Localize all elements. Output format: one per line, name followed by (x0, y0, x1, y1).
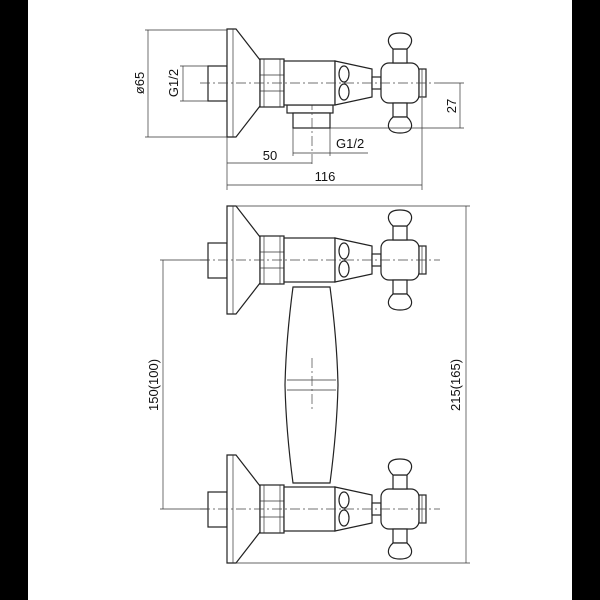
front-view: 150(100) 215(165) (146, 205, 470, 564)
right-frame-border (572, 0, 600, 600)
overall-depth-label: 116 (315, 169, 336, 184)
overall-height-label: 215(165) (448, 359, 463, 411)
outlet-distance-label: 50 (263, 148, 277, 163)
outlet-offset-label: 27 (444, 99, 459, 113)
center-distance-label: 150(100) (146, 359, 161, 411)
top-view: ø65 G1/2 27 G1/2 50 116 (132, 28, 464, 190)
outlet-thread-label: G1/2 (336, 136, 364, 151)
diameter-label: ø65 (132, 72, 147, 94)
connecting-column (284, 286, 339, 484)
left-frame-border (0, 0, 28, 600)
inlet-thread-label: G1/2 (166, 69, 181, 97)
bottom-outlet (286, 100, 334, 165)
